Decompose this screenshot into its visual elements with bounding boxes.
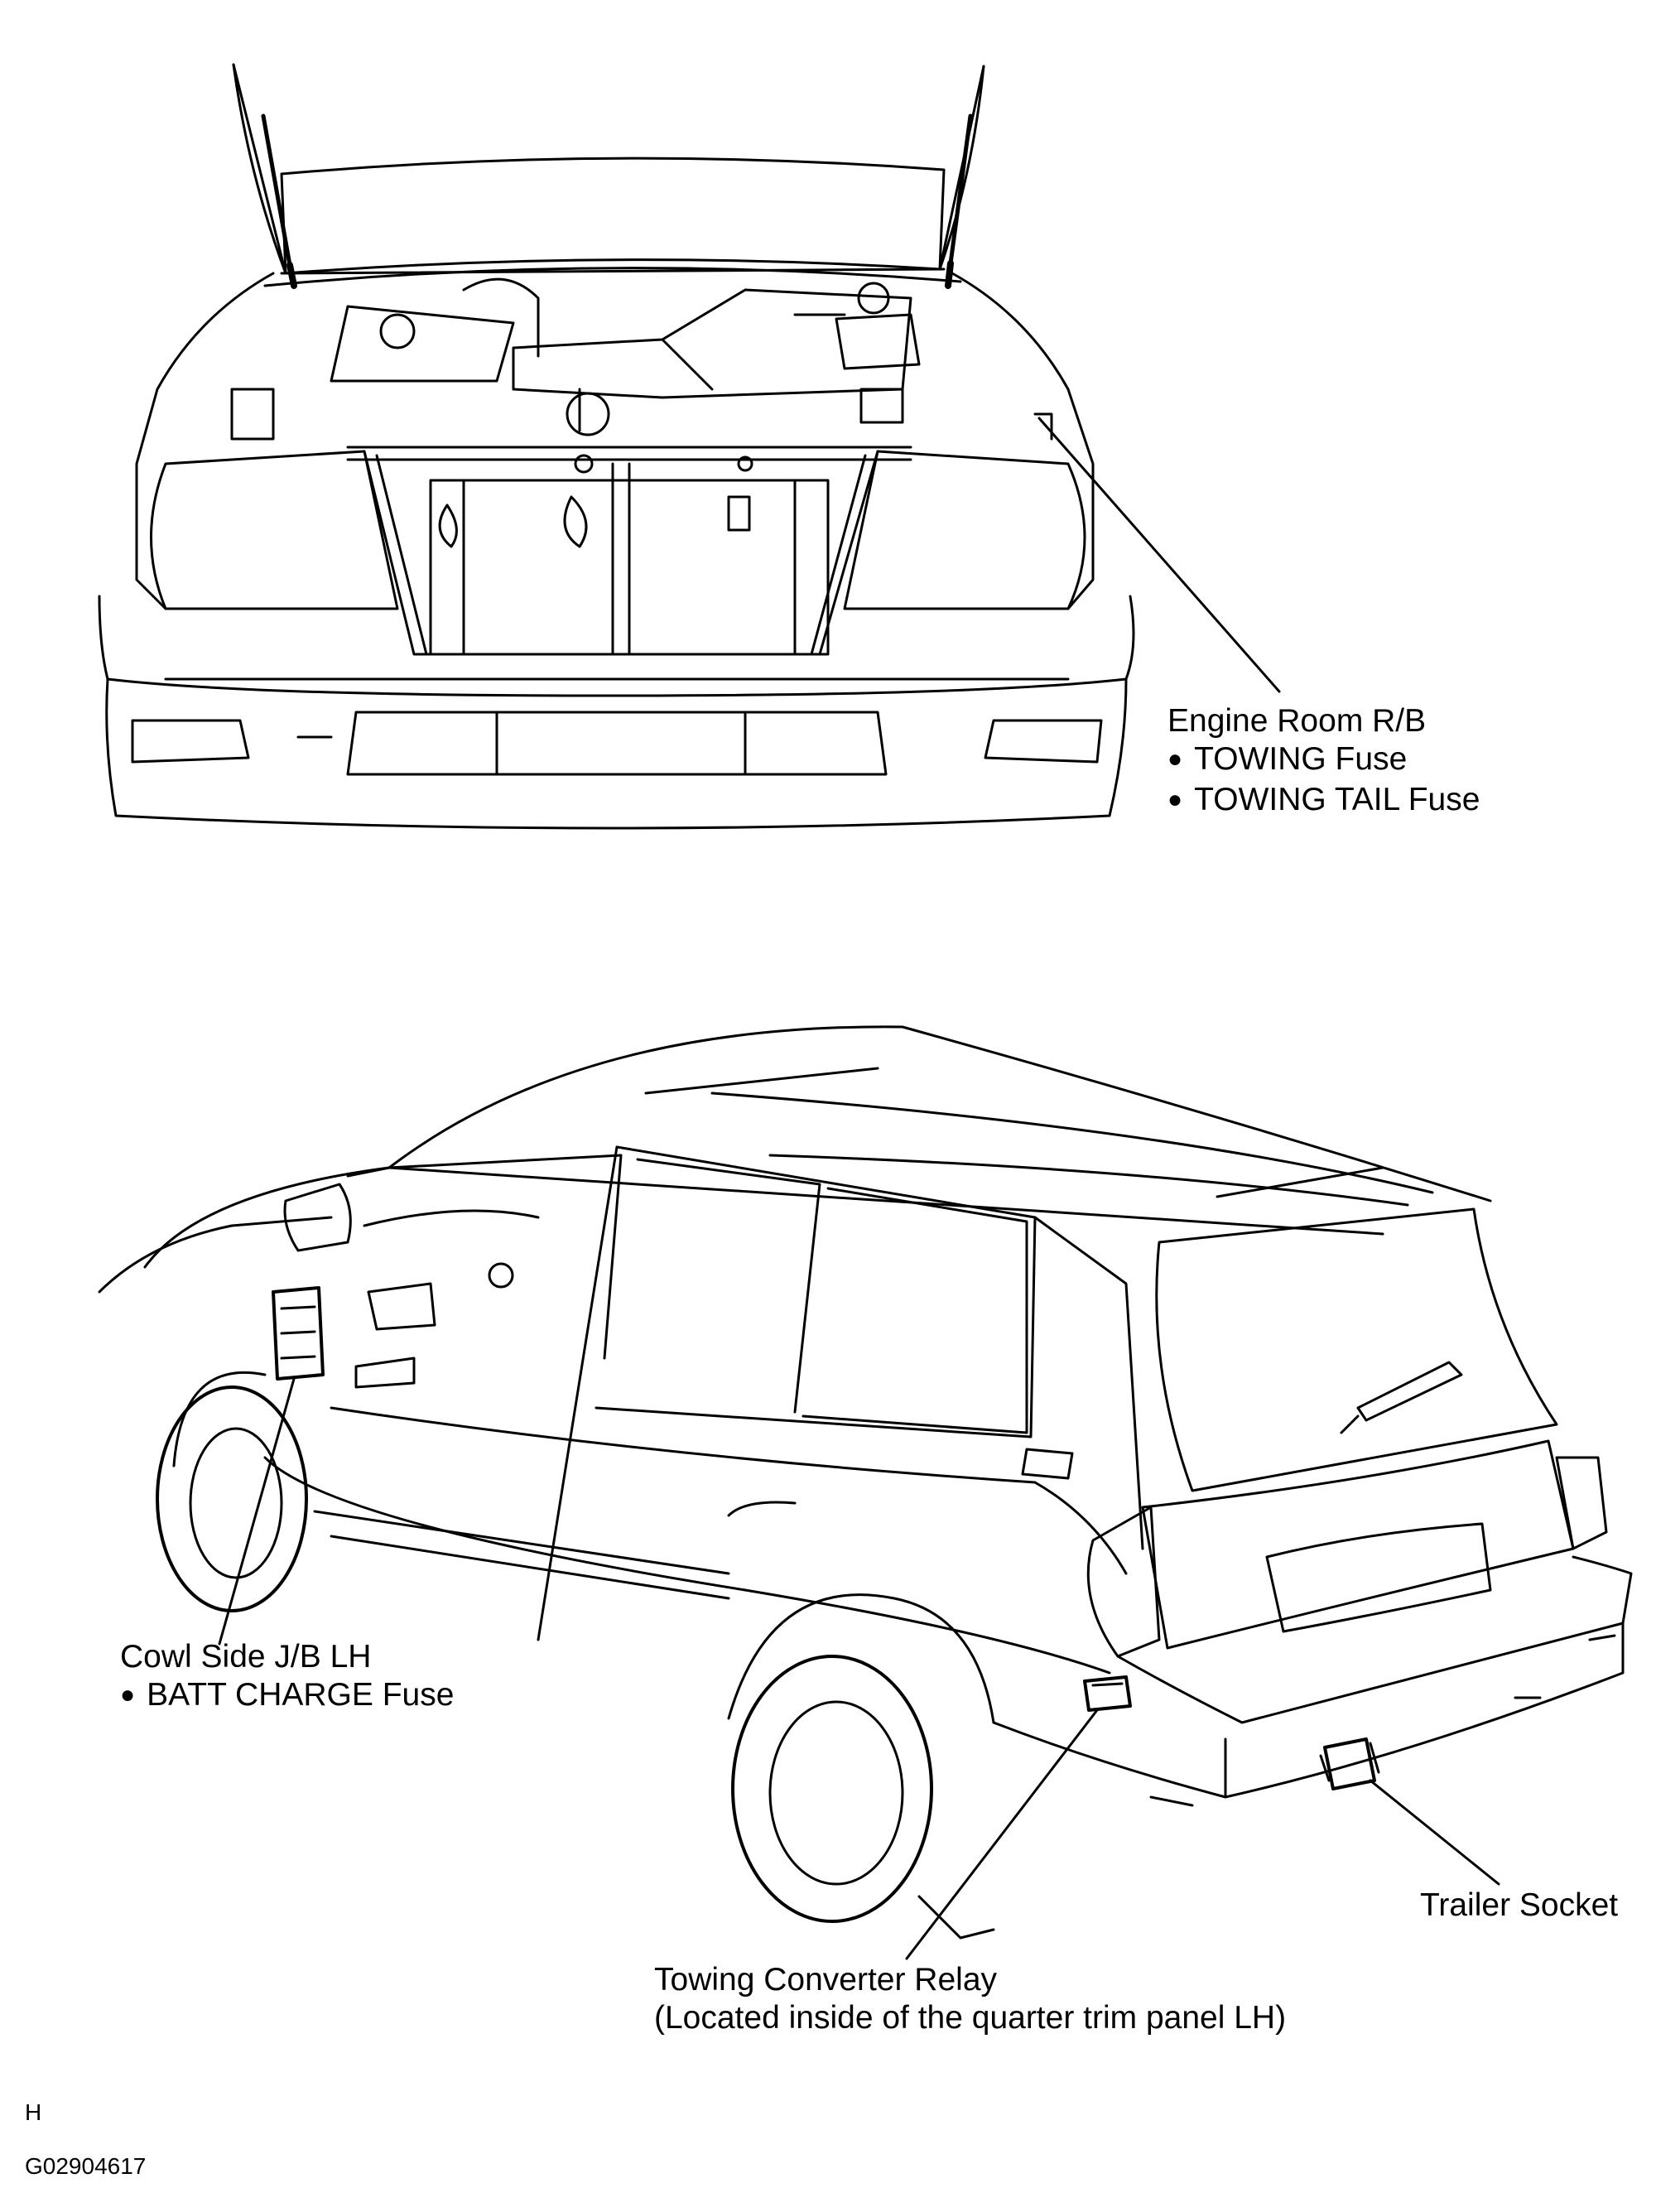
rear-view-drawing [98, 1025, 1633, 1940]
cowl-side-leader [218, 1377, 296, 1646]
trailer-socket-callout: Trailer Socket [1420, 1887, 1618, 1925]
towing-relay-note: (Located inside of the quarter trim pane… [654, 2000, 1287, 2036]
cowl-side-jb-component [272, 1286, 325, 1381]
towing-relay-leader [905, 1708, 1099, 1960]
cowl-side-callout: Cowl Side J/B LH BATT CHARGE Fuse [120, 1638, 454, 1717]
towing-converter-relay-component [1083, 1675, 1132, 1712]
engine-room-leader [1037, 417, 1281, 693]
front-view-drawing [98, 63, 1135, 830]
figure-code: G02904617 [25, 2153, 147, 2179]
trailer-socket-leader [1369, 1779, 1500, 1886]
towing-tail-fuse-label: TOWING TAIL Fuse [1167, 781, 1480, 822]
towing-relay-callout: Towing Converter Relay (Located inside o… [654, 1961, 1286, 2037]
footer-letter: H [25, 2099, 42, 2125]
engine-room-title: Engine Room R/B [1167, 703, 1427, 739]
trailer-socket-title: Trailer Socket [1420, 1887, 1619, 1923]
trailer-socket-component [1319, 1737, 1380, 1790]
engine-room-callout: Engine Room R/B TOWING Fuse TOWING TAIL … [1167, 702, 1480, 822]
batt-charge-fuse-label: BATT CHARGE Fuse [120, 1676, 454, 1717]
cowl-side-title: Cowl Side J/B LH [120, 1639, 372, 1675]
towing-relay-title: Towing Converter Relay [654, 1962, 998, 1998]
towing-fuse-label: TOWING Fuse [1167, 740, 1480, 781]
